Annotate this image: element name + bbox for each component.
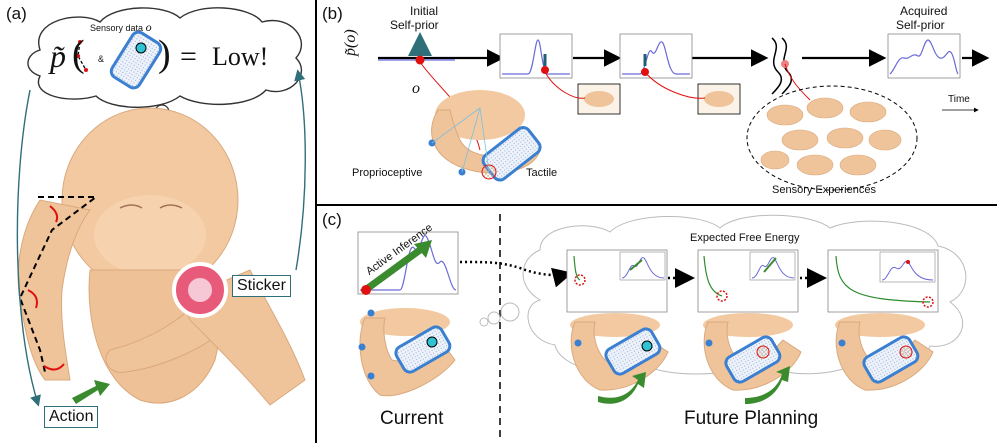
panel-b-graphics [378,32,990,191]
acquired-prior-plot [887,33,961,79]
joint-angle-wrist [43,363,65,371]
time-break-symbol [771,37,783,95]
low-value: Low! [212,42,269,71]
action-label: Action [44,406,99,428]
joint-angle-shoulder [49,205,59,223]
current-label: Current [380,408,444,429]
future-thought-cloud [522,214,967,375]
sticker-label: Sticker [232,275,291,297]
current-baby [358,308,456,397]
prior-plot-2 [499,33,573,79]
initial-sample-dot [415,55,425,65]
sensory-data-label: Sensory data o [90,20,152,34]
baby-illustration [17,107,239,404]
efe-label: Expected Free Energy [690,232,800,244]
panel-b-baby [431,90,542,182]
experiences-cluster [760,97,902,176]
panel-a-label: (a) [6,4,27,23]
cycle-arrow-right [294,69,306,271]
future-plot-2 [697,249,799,313]
joint-angle-elbow [27,289,38,309]
acquired-title-1: Acquired [900,4,948,18]
panel-c-graphics [357,214,967,440]
initial-title-2: Self-prior [390,18,439,32]
action-arrow [72,380,110,404]
tactile-label: Tactile [526,167,558,179]
active-inference-arrow [365,247,423,291]
close-paren: ) [158,33,171,75]
prior-plot-3 [619,33,693,79]
panel-a-graphics [16,7,306,407]
panel-b-label: (b) [322,4,343,23]
acquired-title-2: Self-prior [896,18,945,32]
ampersand: & [98,54,105,64]
thought-patch-icon [109,30,163,90]
equals-sign: = [180,40,197,73]
experiences-label: Sensory Experiences [772,184,876,196]
future-planning-label: Future Planning [684,408,819,429]
time-label: Time [948,94,970,105]
arm-kinematic-line [18,196,99,373]
open-paren: ( [72,33,85,75]
y-axis-label: p̃(o) [342,29,359,56]
proprioceptive-label: Proprioceptive [352,167,423,179]
cycle-arrow-left [16,89,41,407]
future-baby-1 [570,313,669,404]
initial-title-1: Initial [409,4,438,18]
o-axis-label: o [412,80,420,97]
p-tilde-symbol: p̃ [50,38,66,74]
future-baby-2 [703,313,802,404]
panel-c-label: (c) [322,210,342,229]
current-sample-dot [361,285,371,295]
future-baby-3 [835,313,934,391]
experiences-ellipse [746,85,918,191]
